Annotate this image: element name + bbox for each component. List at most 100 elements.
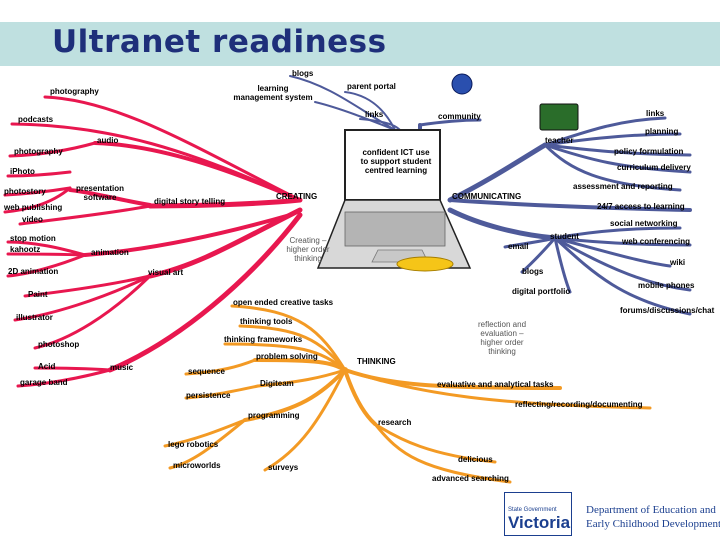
label-planning: planning (645, 127, 679, 136)
branch-kahootz (6, 252, 87, 257)
label-surveys: surveys (268, 463, 299, 472)
globe-icon (451, 73, 473, 95)
label-2d-animation: 2D animation (8, 267, 59, 276)
branch-blogs (520, 236, 557, 274)
hub-communicating: COMMUNICATING (452, 192, 522, 201)
branch-delicious (373, 422, 497, 464)
label-paint: Paint (28, 290, 48, 299)
center-label: confident ICT use to support student cen… (360, 148, 432, 175)
label-audio: audio (97, 136, 119, 145)
cd-tray-icon (396, 256, 454, 272)
label-evaluative: evaluative and analytical tasks (437, 380, 554, 389)
label-music: music (110, 363, 134, 372)
branch-visual-art (147, 207, 303, 279)
creating-branches (3, 95, 303, 388)
branch-video (18, 204, 152, 226)
label-reflecting: reflecting/recording/documenting (515, 400, 643, 409)
branch-access (448, 198, 692, 212)
label-iphoto: iPhoto (10, 167, 35, 176)
label-blogs: blogs (522, 267, 544, 276)
label-digiteam: Digiteam (260, 379, 294, 388)
branch-paint (23, 274, 152, 298)
label-programming: programming (248, 411, 300, 420)
branch-illustrator (13, 274, 152, 322)
branch-surveys (263, 368, 347, 472)
label-photoshop: photoshop (38, 340, 80, 349)
label-access: 24/7 access to learning (597, 202, 685, 211)
label-creating-note: Creating – higher order thinking (286, 236, 330, 263)
branch-planning (543, 132, 682, 147)
label-visual-art: visual art (148, 268, 184, 277)
branch-animation (83, 213, 292, 257)
label-acid: Acid (38, 362, 56, 371)
label-reflection-note: reflection and evaluation – higher order… (477, 320, 527, 356)
label-web-publishing: web publishing (4, 203, 63, 212)
label-forums: forums/discussions/chat (620, 306, 715, 315)
branch-links-left (359, 118, 401, 131)
branch-wiki (553, 236, 672, 268)
label-portfolio: digital portfolio (512, 287, 571, 296)
branch-presentation (68, 188, 152, 207)
label-kahootz: kahootz (10, 245, 41, 254)
title-bar: Ultranet readiness (0, 22, 720, 66)
label-podcasts: podcasts (18, 115, 54, 124)
branch-policy (543, 143, 692, 157)
branch-2d-animation (6, 253, 87, 278)
label-microworlds: microworlds (173, 461, 221, 470)
label-web-conf: web conferencing (622, 237, 691, 246)
branch-web-publishing (3, 186, 72, 214)
label-assessment: assessment and reporting (573, 182, 673, 191)
branch-mobile (553, 236, 692, 292)
branch-stop-motion (6, 240, 87, 257)
branch-assessment (543, 143, 682, 192)
branch-microworlds (168, 418, 247, 470)
label-lego: lego robotics (168, 440, 219, 449)
laptop-illustration (316, 73, 579, 272)
laptop-keyboard (344, 211, 446, 247)
victoria-logo: State Government Victoria (504, 492, 572, 536)
label-garage-band: garage band (20, 378, 68, 387)
logo-small-text: State Government (508, 507, 557, 513)
label-sequence: sequence (188, 367, 225, 376)
label-video: video (22, 215, 43, 224)
branch-teacher (447, 142, 548, 203)
branch-podcasts (10, 122, 302, 202)
branch-digital-story (147, 197, 303, 209)
gauge-icon (539, 103, 579, 131)
label-blogs-top: blogs (292, 69, 314, 78)
hub-creating: CREATING (276, 192, 318, 201)
label-persistence: persistence (186, 391, 231, 400)
label-photostory: photostory (4, 187, 46, 196)
branch-frameworks (223, 342, 347, 372)
label-research: research (378, 418, 412, 427)
label-social: social networking (610, 219, 678, 228)
label-mobile: mobile phones (638, 281, 695, 290)
branch-lms (314, 101, 396, 131)
branch-programming (243, 368, 347, 422)
label-illustrator: illustrator (16, 313, 53, 322)
branch-audio (93, 141, 302, 202)
label-email: email (508, 242, 529, 251)
branch-open-ended (230, 304, 347, 372)
department-name-line2: Early Childhood Development (586, 518, 720, 530)
branch-acid (33, 366, 112, 372)
label-lms: learning management system (233, 84, 313, 102)
slide-title: Ultranet readiness (52, 24, 387, 60)
label-frameworks: thinking frameworks (224, 335, 303, 344)
branch-photostory (3, 186, 72, 197)
branch-photography-top (43, 95, 302, 202)
branch-student (447, 207, 558, 241)
branch-garage-band (16, 368, 112, 388)
label-thinking-tools: thinking tools (240, 317, 293, 326)
label-photography-top: photography (50, 87, 99, 96)
branch-email (503, 236, 557, 249)
department-name-line1: Department of Education and (586, 504, 716, 516)
branch-forums (553, 236, 692, 316)
branch-iphoto (6, 170, 72, 178)
branch-photoshop (33, 274, 152, 350)
label-stop-motion: stop motion (10, 234, 56, 243)
branch-web-conf (553, 236, 692, 247)
label-curriculum: curriculum delivery (617, 163, 691, 172)
footer: State Government Victoria Department of … (500, 490, 720, 540)
